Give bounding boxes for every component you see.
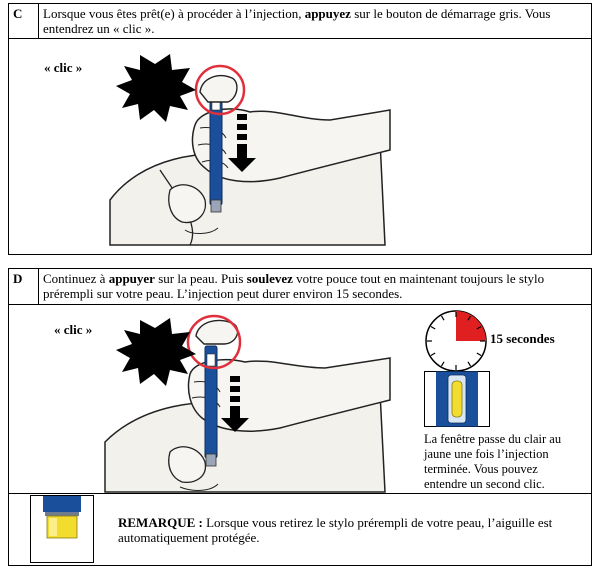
step-d-text-bold-1: appuyer	[108, 271, 155, 286]
step-d-letter: D	[13, 271, 23, 286]
step-c-divider	[8, 38, 592, 39]
step-c-instruction: Lorsque vous êtes prêt(e) à procéder à l…	[43, 6, 583, 36]
step-c-letter: C	[13, 6, 23, 21]
needle-cover-icon	[43, 496, 81, 539]
step-d-illustration	[104, 314, 391, 493]
remark-label: REMARQUE :	[118, 515, 203, 530]
step-d-highlight-circle	[186, 314, 242, 370]
timer-label: 15 secondes	[490, 331, 555, 346]
step-c-down-arrow-icon	[228, 114, 256, 172]
step-c-click-burst	[116, 54, 196, 122]
step-d-divider	[8, 304, 592, 305]
pen-window-icon	[424, 371, 490, 427]
step-d-panel	[8, 268, 592, 566]
step-d-text-2: sur la peau. Puis	[154, 271, 247, 286]
timer-icon	[425, 310, 487, 372]
remark-image-frame	[30, 495, 94, 563]
step-d-click-burst	[116, 318, 196, 386]
step-d-clic-label: « clic »	[54, 322, 93, 337]
step-c-clic-label: « clic »	[44, 60, 83, 75]
step-c-illustration	[109, 54, 391, 246]
step-d-text-3: votre pouce tout en maintenant toujours …	[43, 271, 545, 301]
step-d-down-arrow-icon	[221, 376, 249, 432]
step-c-text-1: Lorsque vous êtes prêt(e) à procéder à l…	[43, 6, 305, 21]
window-note: La fenêtre passe du clair au jaune une f…	[424, 432, 562, 491]
step-d-letter-divider	[38, 268, 39, 305]
step-c-text-2: sur le bouton de démarrage gris. Vous en…	[43, 6, 551, 36]
step-c-letter-divider	[38, 3, 39, 39]
remark-text: REMARQUE : Lorsque vous retirez le stylo…	[118, 515, 573, 545]
remark-body: Lorsque vous retirez le stylo prérempli …	[118, 515, 553, 545]
step-d-text-bold-2: soulevez	[246, 271, 293, 286]
step-c-text-bold: appuyez	[304, 6, 351, 21]
step-d-text-1: Continuez à	[43, 271, 109, 286]
step-d-instruction: Continuez à appuyer sur la peau. Puis so…	[43, 271, 583, 301]
step-c-panel	[8, 3, 592, 255]
remark-divider	[8, 493, 592, 494]
